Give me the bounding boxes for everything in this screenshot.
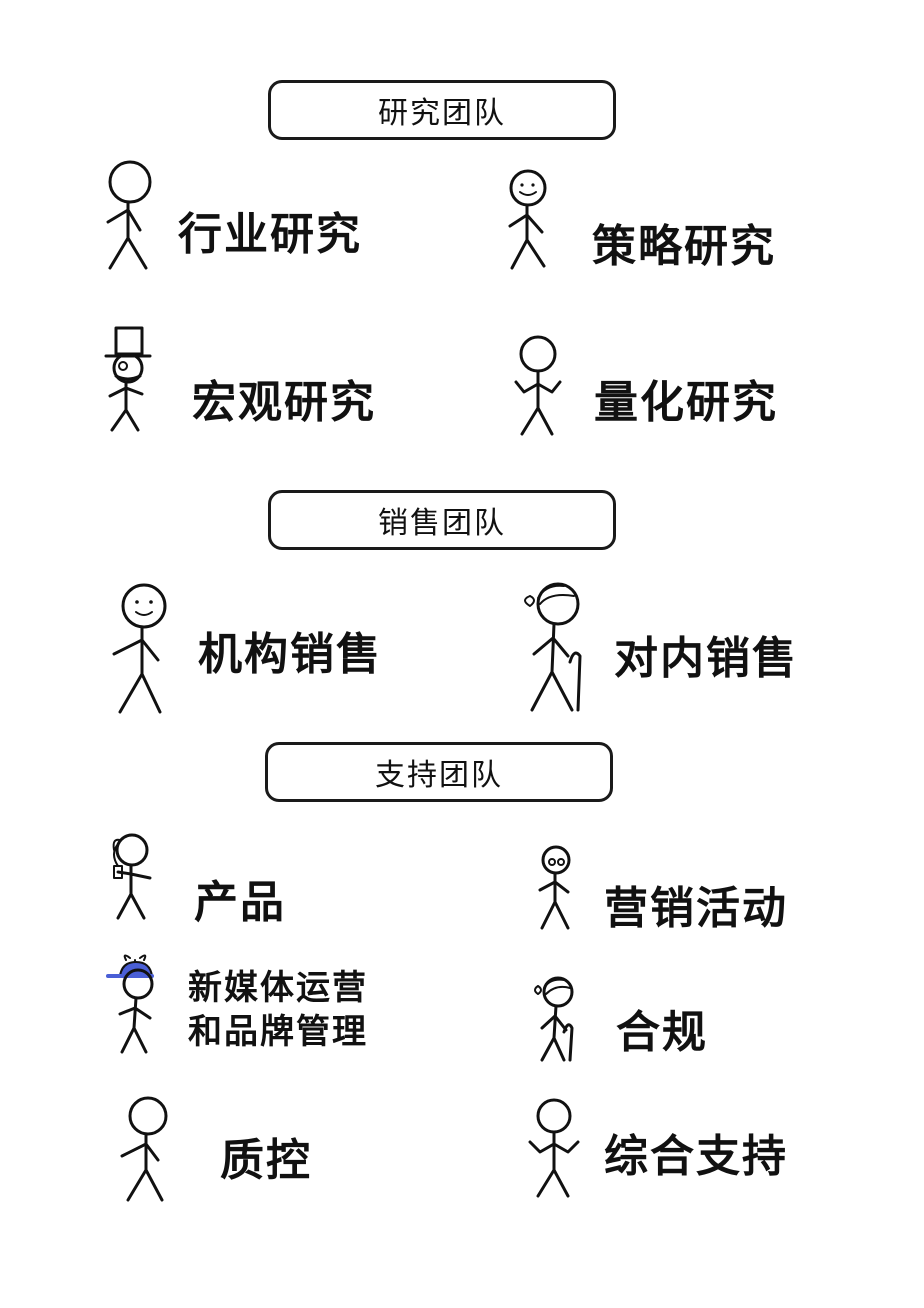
stick-figure-icon-strategy [508,169,547,270]
top-hat-icon [104,326,152,358]
section-title-support: 支持团队 [375,758,503,793]
role-label-institutional: 机构销售 [198,629,382,680]
role-label-media: 新媒体运营 和品牌管理 [188,966,368,1054]
stick-figure-icon-industry [106,160,152,270]
role-label-macro: 宏观研究 [192,377,376,428]
role-label-qc: 质控 [220,1135,312,1186]
section-header-sales: 销售团队 [268,490,616,550]
role-label-general: 综合支持 [604,1131,788,1182]
role-label-compliance: 合规 [616,1007,708,1058]
role-label-strategy: 策略研究 [592,221,776,272]
section-title-research: 研究团队 [378,96,506,131]
section-header-support: 支持团队 [265,742,613,802]
role-label-marketing: 营销活动 [604,883,788,934]
role-label-media-line1: 新媒体运营 [188,968,368,1008]
role-label-quant: 量化研究 [594,377,778,428]
stick-figure-icon-compliance [534,976,574,1062]
stick-figure-icon-marketing [538,845,571,930]
stick-figure-icon-media [106,954,154,1054]
stick-figure-icon-internal [524,582,582,712]
stick-figure-icon-qc [120,1096,168,1202]
section-title-sales: 销售团队 [378,506,506,541]
stick-figure-icon-institutional [112,583,167,714]
role-label-media-line2: 和品牌管理 [188,1012,368,1052]
section-header-research: 研究团队 [268,80,616,140]
stick-figure-icon-product [112,833,152,920]
role-label-product: 产品 [194,877,286,928]
shrug-icon-quant [514,335,562,436]
stick-figure-icon-macro [104,326,152,432]
role-label-internal: 对内销售 [614,633,798,684]
shrug-icon-general [528,1098,580,1198]
role-label-industry: 行业研究 [178,209,362,260]
cane-icon [568,651,582,712]
